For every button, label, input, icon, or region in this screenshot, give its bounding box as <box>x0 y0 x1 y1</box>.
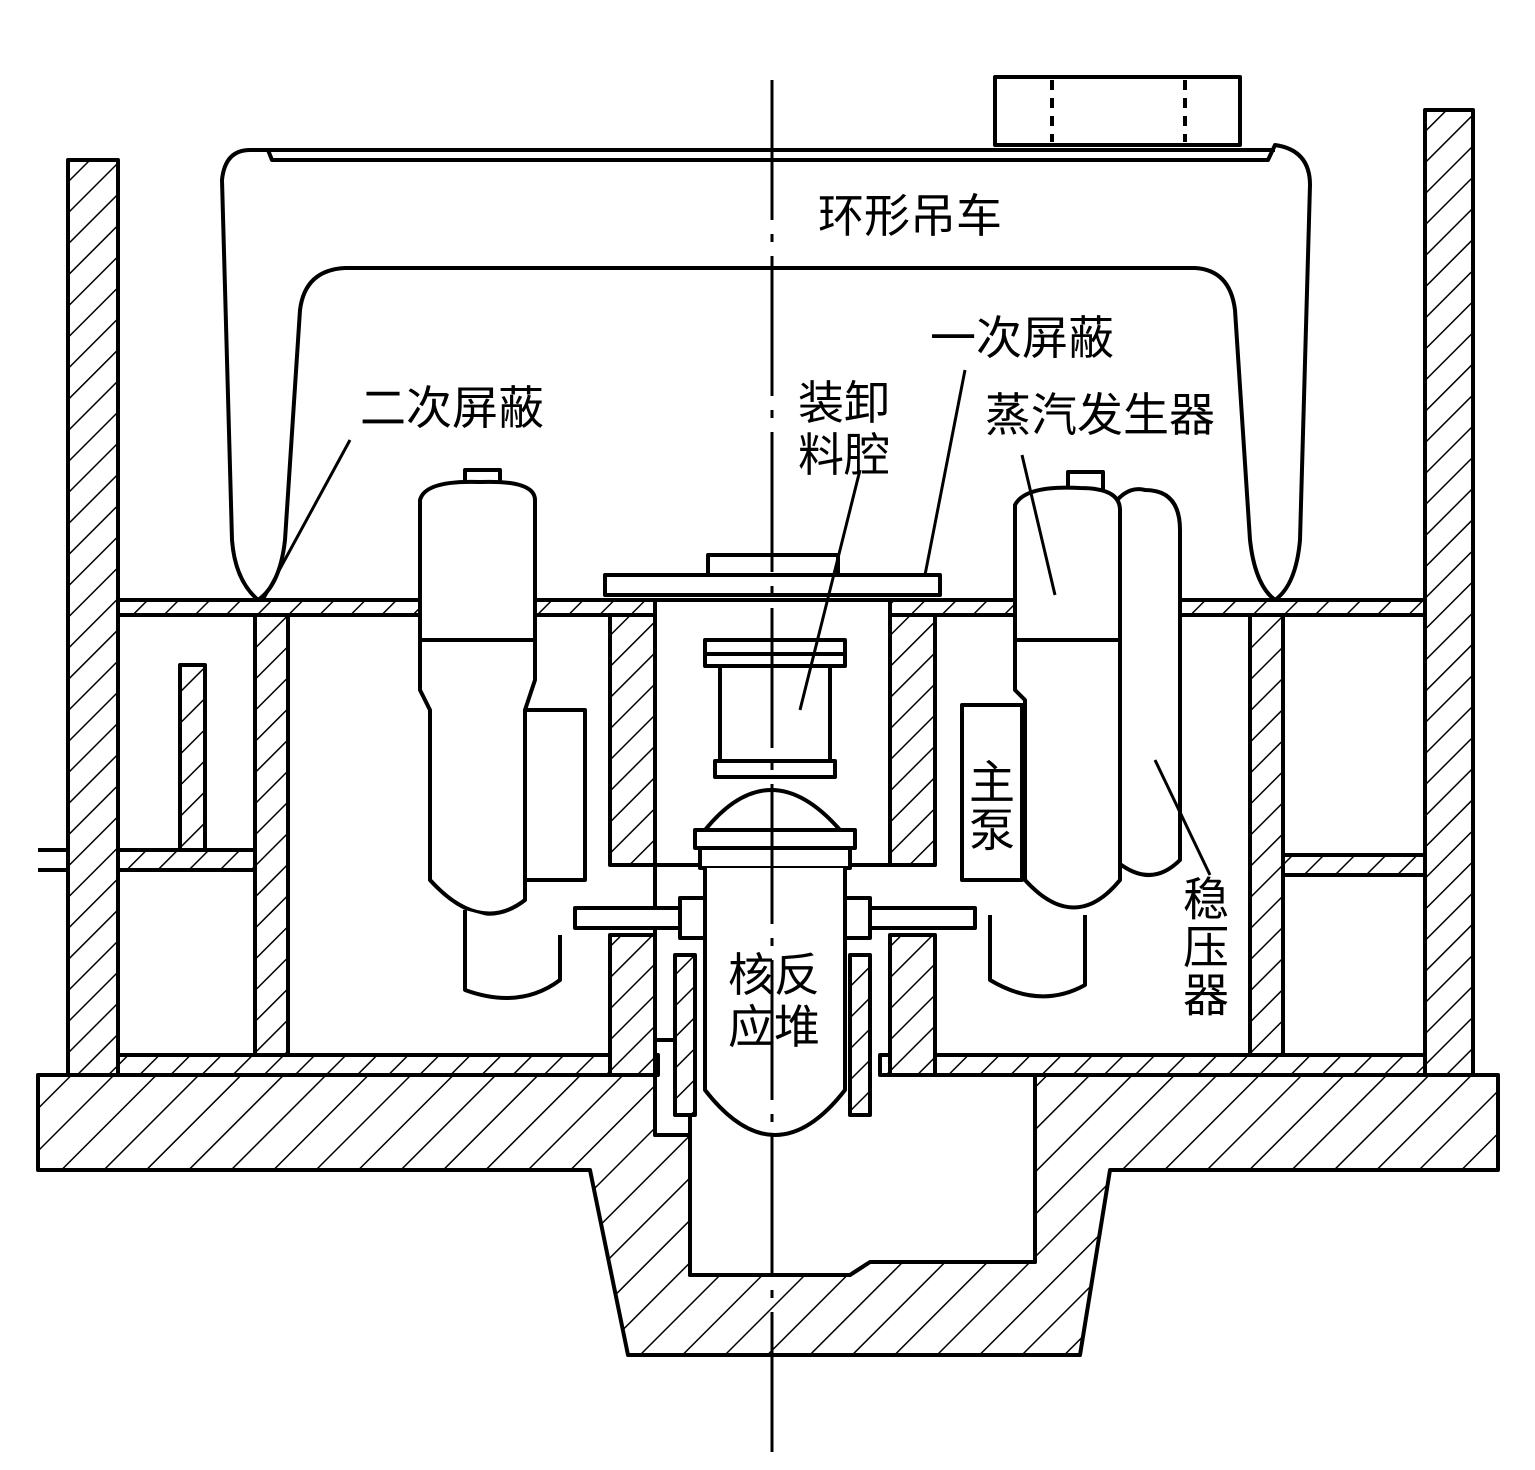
refueling-cylinder <box>703 638 847 779</box>
leader-lines <box>261 369 1212 876</box>
secondary-shield-label: 二次屏蔽 <box>360 381 544 435</box>
refueling-cavity-label: 装卸 料腔 <box>798 376 890 482</box>
primary-shield-wall-right <box>888 613 937 1077</box>
main-pipes <box>573 896 977 940</box>
left-rooms <box>38 613 257 1057</box>
outer-wall-left <box>66 158 120 1077</box>
pressurizer-label: 稳压器 <box>1176 875 1230 1019</box>
main-pump-box <box>960 703 1024 882</box>
primary-shield-label: 一次屏蔽 <box>930 311 1114 365</box>
reactor-label: 核反 应堆 <box>728 948 820 1054</box>
cavity-cover <box>603 553 942 597</box>
lower-floor <box>116 1053 1427 1077</box>
outer-wall-right <box>1423 108 1475 1077</box>
steam-generator-left <box>418 468 587 1000</box>
main-pump-label: 主泵 <box>962 758 1016 854</box>
steam-generator-label: 蒸汽发生器 <box>985 388 1215 442</box>
crane-label: 环形吊车 <box>818 189 1002 243</box>
steam-generator-right <box>988 470 1122 999</box>
right-rooms <box>1281 613 1427 1057</box>
reactor-vessel <box>693 788 857 1137</box>
secondary-shield-wall-left <box>253 613 290 1057</box>
pressurizer <box>1106 487 1182 877</box>
polar-crane <box>220 75 1312 602</box>
secondary-shield-wall-right <box>1248 613 1285 1057</box>
